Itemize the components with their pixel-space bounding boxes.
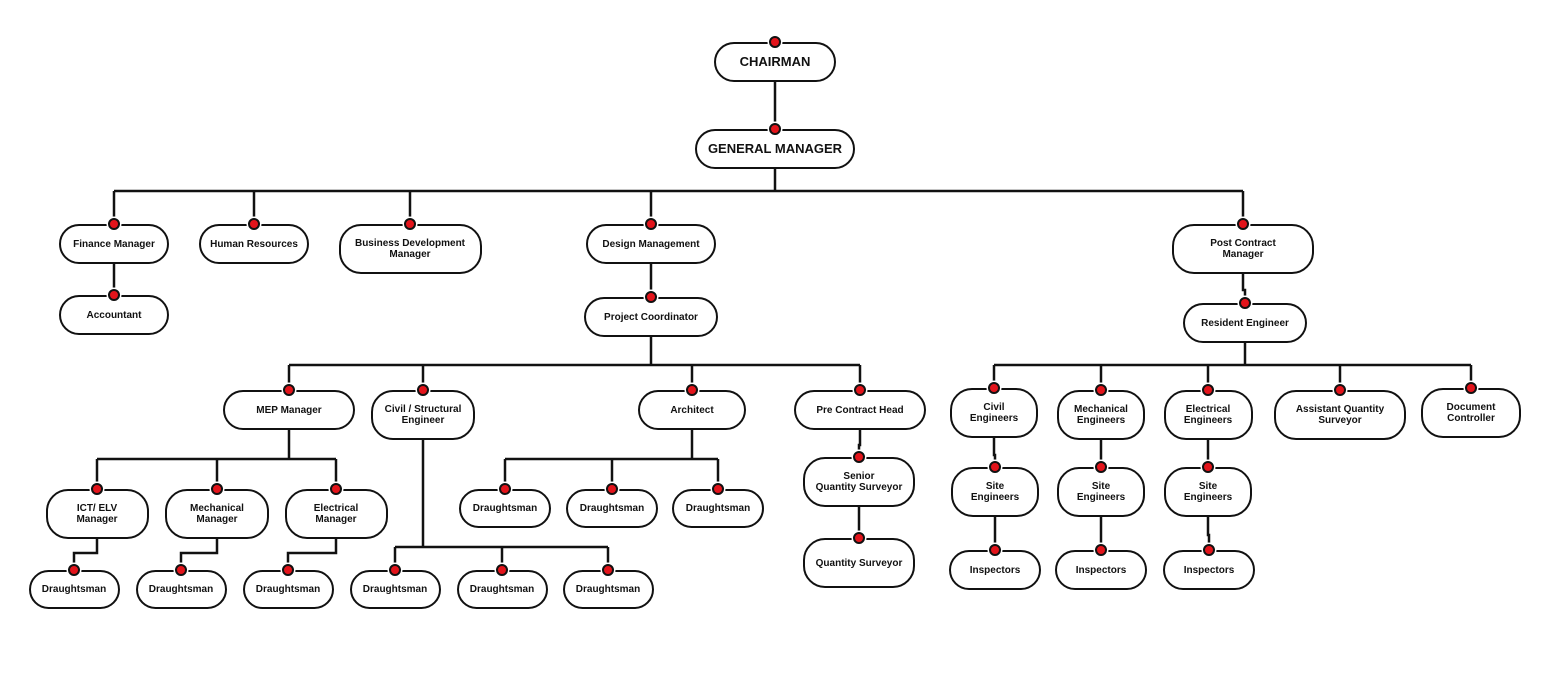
org-node-resident: Resident Engineer	[1183, 303, 1307, 343]
connector-line	[286, 539, 338, 570]
connector-dot-icon	[1465, 382, 1477, 394]
org-node-insp2: Inspectors	[1055, 550, 1147, 590]
connector-dot-icon	[91, 483, 103, 495]
connector-dot-icon	[645, 291, 657, 303]
connector-dot-icon	[1202, 384, 1214, 396]
connector-dot-icon	[108, 289, 120, 301]
connector-dot-icon	[1334, 384, 1346, 396]
connector-dot-icon	[606, 483, 618, 495]
org-node-eleceng: Electrical Engineers	[1163, 390, 1253, 440]
org-node-site3: Site Engineers	[1164, 467, 1252, 517]
connector-dot-icon	[68, 564, 80, 576]
org-node-chairman: CHAIRMAN	[714, 42, 836, 82]
org-node-gm: GENERAL MANAGER	[695, 129, 855, 169]
connector-dot-icon	[1237, 218, 1249, 230]
org-node-ict: ICT/ ELV Manager	[45, 489, 149, 539]
connector-dot-icon	[330, 483, 342, 495]
connector-dot-icon	[1095, 384, 1107, 396]
org-node-aqs: Assistant Quantity Surveyor	[1274, 390, 1406, 440]
connector-dot-icon	[404, 218, 416, 230]
org-node-qs: Quantity Surveyor	[803, 538, 915, 588]
connector-dot-icon	[499, 483, 511, 495]
connector-dot-icon	[108, 218, 120, 230]
connector-dot-icon	[769, 36, 781, 48]
org-node-bdm: Business Development Manager	[338, 224, 482, 274]
org-node-civileng: Civil Engineers	[950, 388, 1038, 438]
connector-dot-icon	[989, 544, 1001, 556]
org-node-civilstruct: Civil / Structural Engineer	[371, 390, 475, 440]
connector-line	[72, 539, 99, 570]
org-node-accountant: Accountant	[59, 295, 169, 335]
connector-dot-icon	[175, 564, 187, 576]
connector-dot-icon	[602, 564, 614, 576]
connector-dot-icon	[712, 483, 724, 495]
connector-dot-icon	[496, 564, 508, 576]
connector-dot-icon	[1239, 297, 1251, 309]
connector-dot-icon	[854, 384, 866, 396]
org-node-architect: Architect	[638, 390, 746, 430]
org-node-site2: Site Engineers	[1057, 467, 1145, 517]
connector-dot-icon	[282, 564, 294, 576]
org-node-d_ar3: Draughtsman	[672, 489, 764, 528]
org-node-doccontrol: Document Controller	[1421, 388, 1521, 438]
org-node-insp1: Inspectors	[949, 550, 1041, 590]
connector-dot-icon	[853, 451, 865, 463]
org-node-finance: Finance Manager	[59, 224, 169, 264]
org-node-design: Design Management	[586, 224, 716, 264]
org-node-d_mech: Draughtsman	[135, 570, 227, 609]
org-node-mechmgr: Mechanical Manager	[165, 489, 269, 539]
org-node-mep: MEP Manager	[223, 390, 355, 430]
connector-dot-icon	[417, 384, 429, 396]
connector-dot-icon	[769, 123, 781, 135]
connector-dot-icon	[1095, 544, 1107, 556]
org-node-site1: Site Engineers	[951, 467, 1039, 517]
connector-dot-icon	[248, 218, 260, 230]
org-node-mecheng: Mechanical Engineers	[1057, 390, 1145, 440]
connector-dot-icon	[283, 384, 295, 396]
org-node-d_ict: Draughtsman	[28, 570, 120, 609]
org-node-projcoord: Project Coordinator	[584, 297, 718, 337]
connector-dot-icon	[988, 382, 1000, 394]
org-node-hr: Human Resources	[199, 224, 309, 264]
connector-dot-icon	[211, 483, 223, 495]
connector-dot-icon	[686, 384, 698, 396]
org-node-seniorqs: Senior Quantity Surveyor	[803, 457, 915, 507]
connector-dot-icon	[645, 218, 657, 230]
connector-line	[179, 539, 219, 570]
connector-dot-icon	[1203, 544, 1215, 556]
org-node-elecmgr: Electrical Manager	[284, 489, 388, 539]
connector-dot-icon	[853, 532, 865, 544]
connector-dot-icon	[989, 461, 1001, 473]
connector-dot-icon	[389, 564, 401, 576]
org-node-postcontract: Post Contract Manager	[1172, 224, 1314, 274]
connector-dot-icon	[1202, 461, 1214, 473]
connector-dot-icon	[1095, 461, 1107, 473]
org-node-precontract: Pre Contract Head	[794, 390, 926, 430]
org-node-insp3: Inspectors	[1163, 550, 1255, 590]
connector-line	[1206, 517, 1211, 550]
connector-line	[1241, 274, 1247, 303]
